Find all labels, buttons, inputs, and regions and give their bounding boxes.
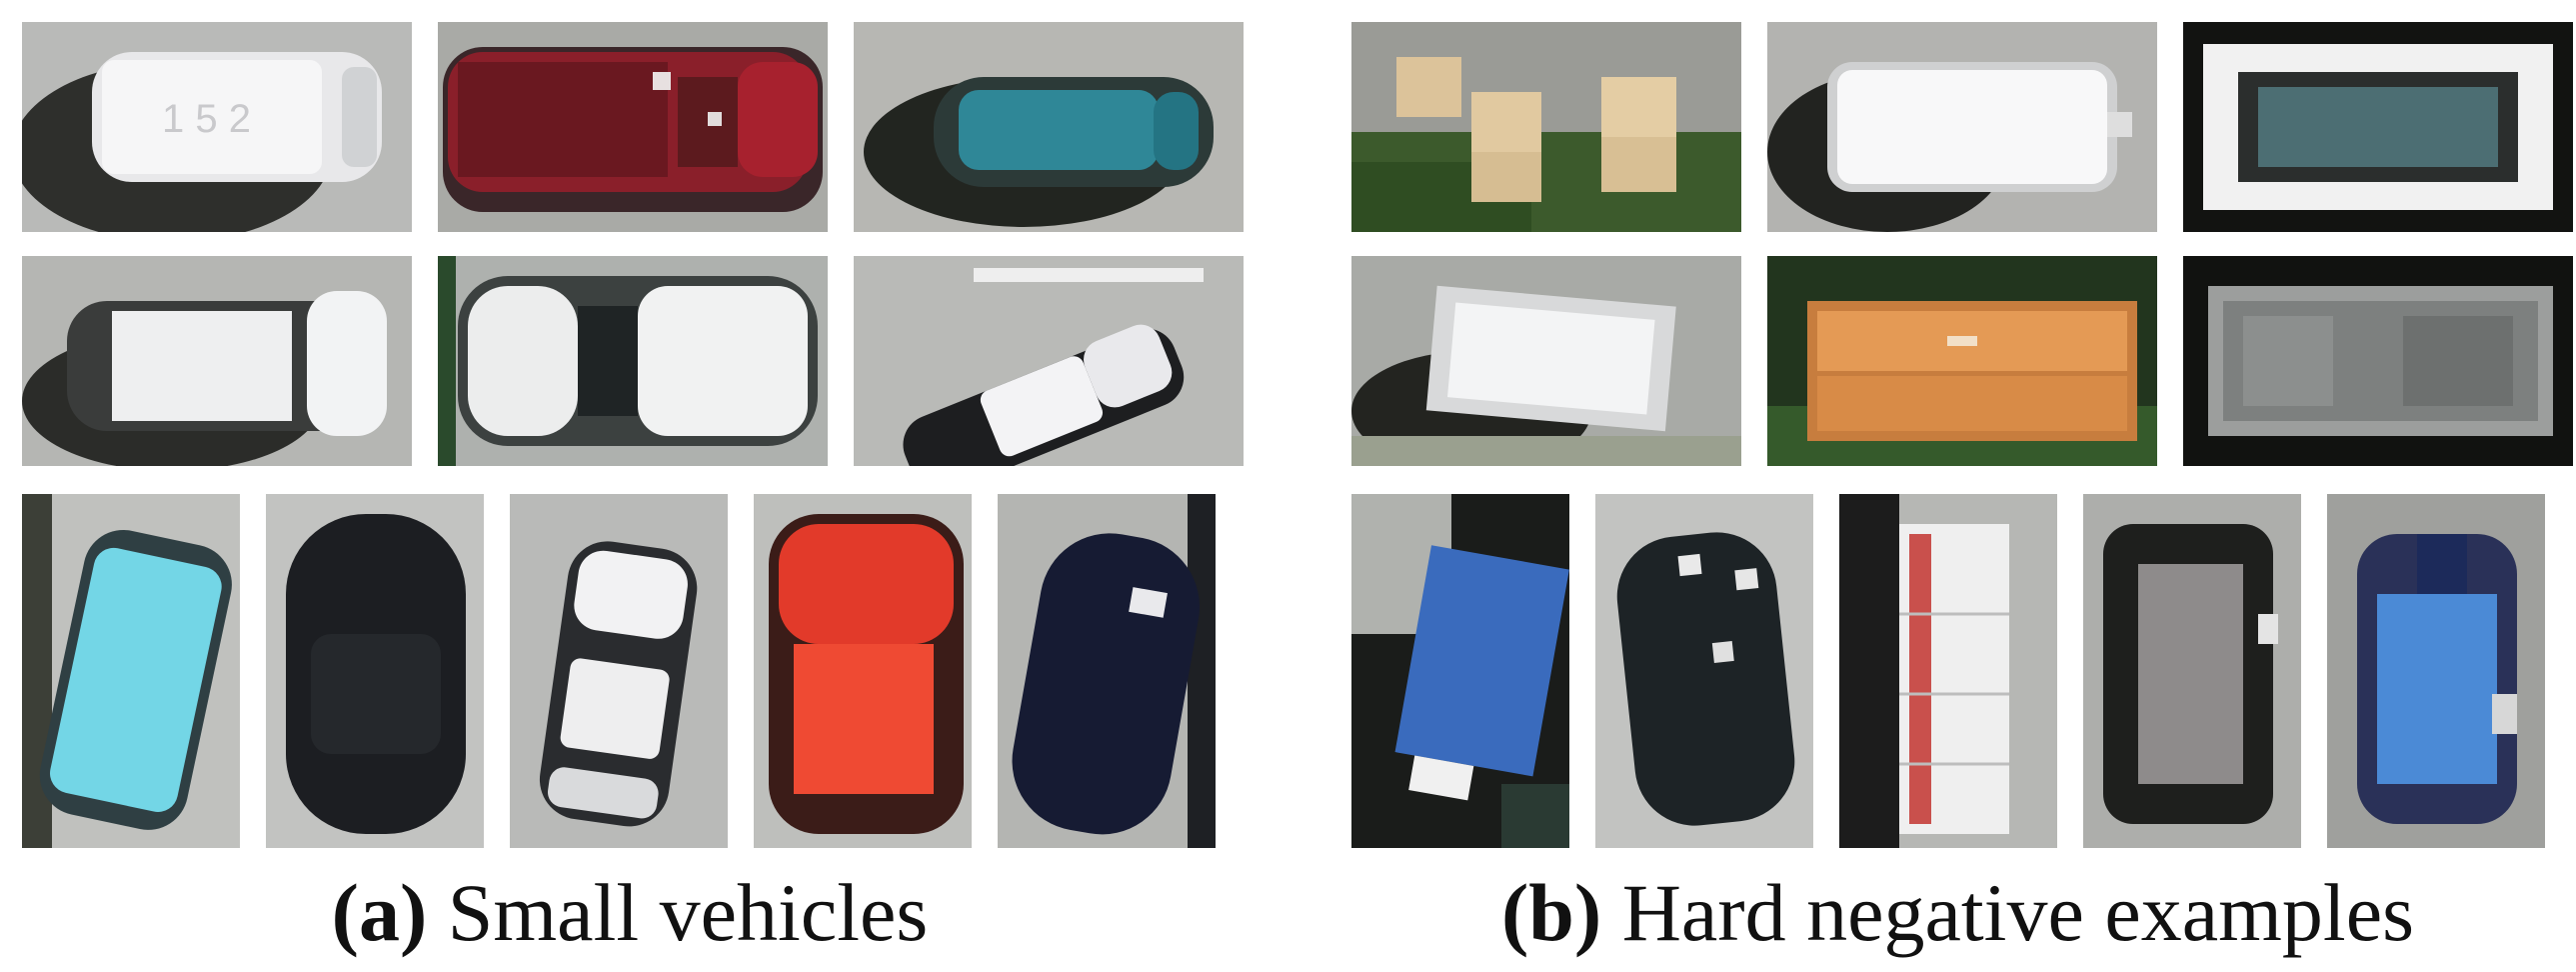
dark-object-tile <box>1595 494 1813 848</box>
navy-car-tile <box>998 494 1216 848</box>
white-van-tile: 1 5 2 <box>22 22 412 232</box>
gray-rectangle-tile <box>2083 494 2301 848</box>
panel-hard-negatives: (b) Hard negative examples <box>1339 0 2576 972</box>
white-box-shadow-tile <box>1351 256 1741 466</box>
panel-a-row-2 <box>22 256 1244 466</box>
panel-small-vehicles: 1 5 2 <box>0 0 1260 972</box>
panel-b-caption: (b) Hard negative examples <box>1339 872 2576 954</box>
white-block-tile <box>1767 22 2157 232</box>
boxes-on-grass-tile <box>1351 22 1741 232</box>
panel-a-caption-tag: (a) <box>331 867 428 958</box>
white-red-strip-tile <box>1839 494 2057 848</box>
cyan-van-tile <box>22 494 240 848</box>
red-pickup-tile <box>438 22 828 232</box>
teal-car-tile <box>854 22 1244 232</box>
white-suv-tile <box>438 256 828 466</box>
gray-rooftop-tile <box>2183 256 2573 466</box>
blue-panel-tile <box>1351 494 1569 848</box>
panel-a-row-1: 1 5 2 <box>22 22 1244 232</box>
white-car-vertical-tile <box>510 494 728 848</box>
blue-rectangle-tile <box>2327 494 2545 848</box>
framed-rooftop-tile <box>2183 22 2573 232</box>
panel-a-caption: (a) Small vehicles <box>0 872 1260 954</box>
white-van-2-tile <box>22 256 412 466</box>
black-car-tile <box>266 494 484 848</box>
panel-b-row-1 <box>1351 22 2573 232</box>
panel-a-caption-text: Small vehicles <box>447 867 929 958</box>
panel-b-caption-text: Hard negative examples <box>1621 867 2415 958</box>
panel-b-row-3 <box>1351 494 2545 848</box>
panel-b-row-2 <box>1351 256 2573 466</box>
panel-b-caption-tag: (b) <box>1500 867 1602 958</box>
white-car-diagonal-tile <box>854 256 1244 466</box>
panel-a-row-3 <box>22 494 1216 848</box>
svg-text:1 5 2: 1 5 2 <box>162 97 251 141</box>
red-car-tile <box>754 494 972 848</box>
orange-bench-tile <box>1767 256 2157 466</box>
